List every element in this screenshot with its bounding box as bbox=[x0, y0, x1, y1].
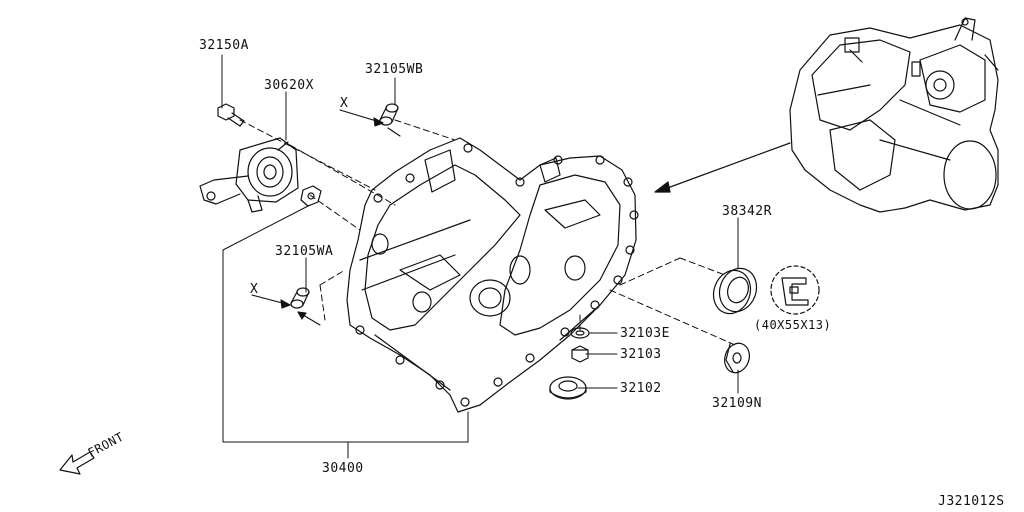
washer-32109n bbox=[724, 342, 750, 374]
front-arrow bbox=[59, 451, 95, 475]
release-bearing-30620x bbox=[199, 137, 299, 213]
label-x-top: X bbox=[340, 96, 349, 111]
washer-small-left bbox=[300, 185, 322, 207]
label-30620x: 30620X bbox=[264, 78, 314, 93]
transmission-overview bbox=[789, 17, 999, 213]
plug-32103 bbox=[571, 345, 589, 363]
label-38342r-size: (40X55X13) bbox=[754, 318, 832, 332]
solid-leader-lines bbox=[221, 54, 739, 459]
label-32105wa: 32105WA bbox=[275, 244, 334, 259]
overview-pointer-arrow bbox=[654, 142, 791, 193]
label-x-bottom: X bbox=[250, 282, 259, 297]
washer-32103e bbox=[570, 327, 590, 339]
label-32103e: 32103E bbox=[620, 326, 670, 341]
label-38342r: 38342R bbox=[722, 204, 772, 219]
dowel-pin-32105wb bbox=[379, 103, 399, 126]
dowel-pin-32105wa bbox=[290, 287, 310, 309]
bolt-32150a bbox=[217, 103, 245, 127]
label-32102: 32102 bbox=[620, 381, 662, 396]
clutch-housing-30400 bbox=[346, 137, 639, 413]
diagram-id: J321012S bbox=[938, 494, 1005, 509]
oil-seal-38342r bbox=[712, 267, 758, 315]
label-32103: 32103 bbox=[620, 347, 662, 362]
label-30400: 30400 bbox=[322, 461, 364, 476]
label-32150a: 32150A bbox=[199, 38, 249, 53]
dashed-leader-lines bbox=[239, 119, 736, 346]
oil-seal-32102 bbox=[549, 376, 587, 400]
x-marker-arrows bbox=[251, 109, 401, 326]
label-32109n: 32109N bbox=[712, 396, 762, 411]
label-32105wb: 32105WB bbox=[365, 62, 424, 77]
seal-section-detail bbox=[770, 265, 820, 315]
